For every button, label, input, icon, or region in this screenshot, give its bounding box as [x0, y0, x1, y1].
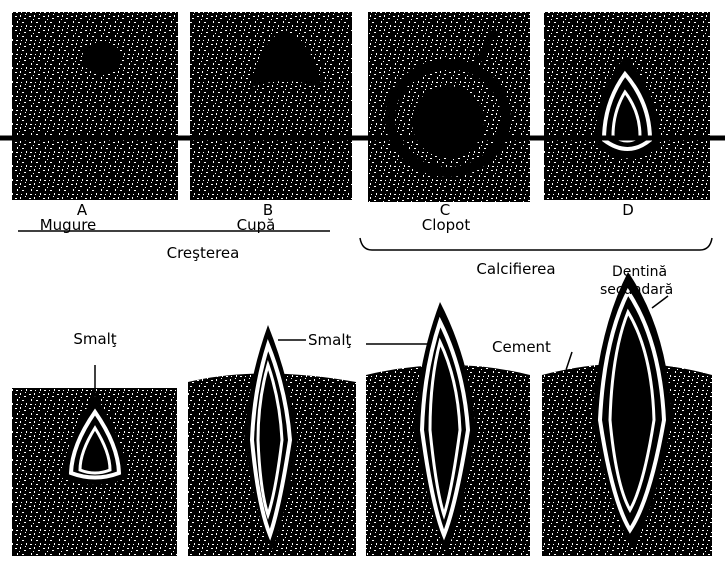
stage-name-cap: Cupă [237, 216, 276, 234]
panel-bottom-1 [12, 365, 177, 556]
callout-enamel-1: Smalţ [73, 330, 116, 348]
phase-growth-label: Creşterea [167, 244, 240, 262]
panel-c-bell [368, 12, 530, 202]
panel-a-bud [12, 12, 178, 200]
stage-name-bud: Mugure [40, 216, 97, 234]
panel-bottom-2 [188, 325, 356, 556]
calcification-bracket [360, 238, 712, 250]
callout-enamel-2: Smalţ [308, 331, 351, 349]
callout-secondary-dentin-1: Dentină [612, 264, 667, 280]
stage-letter-d: D [622, 201, 634, 219]
callout-cement: Cement [492, 338, 551, 356]
callout-secondary-dentin-2: secundară [600, 282, 673, 298]
phase-calcification-label: Calcifierea [476, 260, 555, 278]
panel-bottom-4 [542, 272, 712, 556]
panel-d-crown [544, 12, 710, 200]
panel-b-cap [190, 12, 352, 200]
stage-name-bell: Clopot [422, 216, 471, 234]
